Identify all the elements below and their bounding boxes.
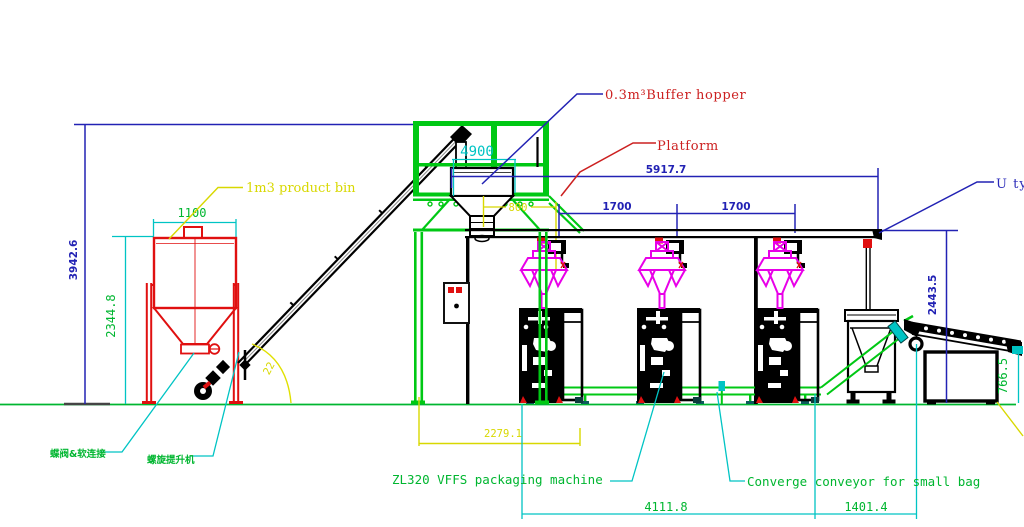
dim-2443: 2443.5 bbox=[927, 275, 939, 316]
label-butterfly-valve-cn: 蝶阀&软连接 bbox=[50, 448, 106, 460]
dim-angle: 22 bbox=[261, 360, 278, 377]
label-platform: Platform bbox=[657, 139, 719, 154]
label-screw-elevator-cn: 螺旋提升机 bbox=[147, 454, 195, 466]
vffs-machine-1 bbox=[517, 236, 585, 405]
dim-bin-height: 2344.8 bbox=[104, 235, 154, 404]
dim-800: 800 bbox=[509, 202, 528, 214]
dim-1100: 1100 bbox=[178, 206, 207, 220]
dim-platform-length: 5917.7 bbox=[450, 164, 879, 233]
dim-4900: 4900 bbox=[460, 144, 494, 160]
dim-spans-bottom: 4111.8 1401.4 bbox=[521, 344, 918, 519]
dim-2344: 2344.8 bbox=[104, 294, 118, 337]
conveyor-sensor bbox=[718, 381, 725, 391]
dim-3942: 3942.6 bbox=[68, 240, 80, 281]
dim-overall-height: 3942.6 bbox=[68, 123, 414, 404]
dim-766: 766.5 bbox=[996, 358, 1010, 394]
belt-end-roller bbox=[1012, 346, 1023, 354]
vffs-machine-2 bbox=[635, 236, 703, 405]
platform-legs bbox=[411, 232, 549, 404]
discharge-roller bbox=[887, 320, 909, 344]
hopper-cart bbox=[844, 309, 899, 404]
label-product-bin: 1m3 product bin bbox=[246, 181, 356, 196]
butterfly-valve bbox=[180, 343, 210, 355]
dim-5917: 5917.7 bbox=[646, 164, 687, 176]
incline-angle: 22 bbox=[251, 343, 292, 404]
dim-bin-width: 1100 bbox=[152, 206, 237, 238]
screw-elevator bbox=[194, 359, 231, 400]
vffs-machine-3 bbox=[753, 236, 821, 405]
label-vffs: ZL320 VFFS packaging machine bbox=[392, 472, 603, 487]
dim-1700-b: 1700 bbox=[721, 201, 750, 213]
dim-1401: 1401.4 bbox=[844, 500, 887, 514]
dim-walkway-height: 2443.5 bbox=[882, 229, 958, 403]
ground-line bbox=[0, 402, 1016, 406]
dim-machine-pitch: 1700 1700 bbox=[558, 201, 796, 236]
control-panel bbox=[443, 282, 470, 324]
dim-4111: 4111.8 bbox=[644, 500, 687, 514]
dim-1700-a: 1700 bbox=[602, 201, 631, 213]
label-buffer-hopper: 0.3m³Buffer hopper bbox=[605, 88, 747, 103]
label-converge: Converge conveyor for small bag bbox=[747, 474, 980, 489]
conveyor-stand bbox=[923, 350, 999, 403]
buffer-hopper bbox=[448, 137, 539, 243]
dim-2279: 2279.1 bbox=[484, 428, 522, 440]
dim-discharge-height: 766.5 bbox=[996, 350, 1020, 403]
product-bin bbox=[142, 226, 243, 404]
label-u-type: U ty bbox=[996, 177, 1024, 192]
dim-front-span: 2279.1 bbox=[418, 397, 581, 446]
leader-lines bbox=[100, 93, 994, 482]
